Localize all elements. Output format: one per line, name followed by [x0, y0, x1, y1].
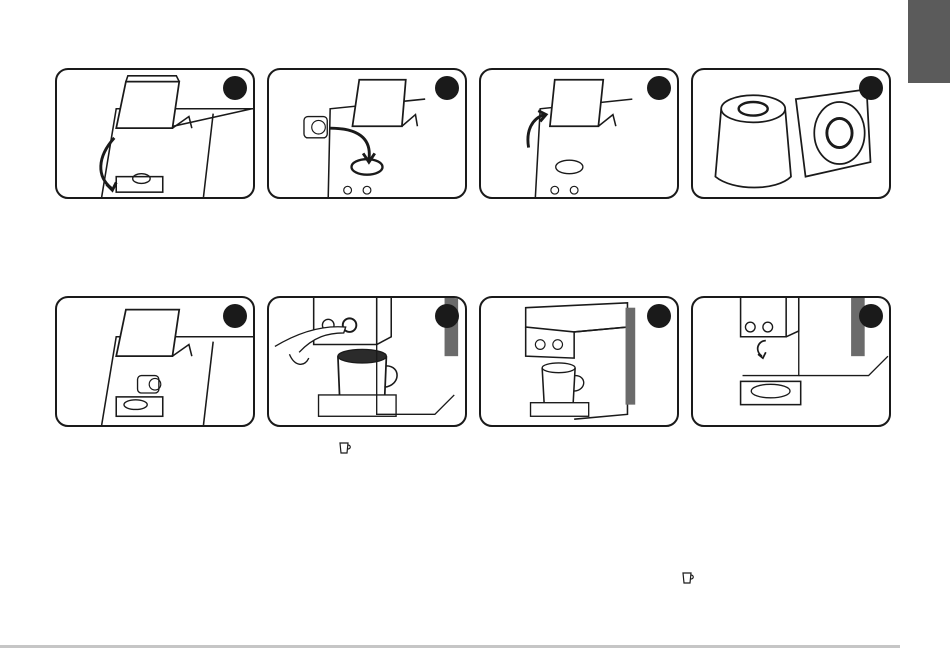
step-panel-1: [55, 68, 255, 199]
cup-icon: [680, 571, 694, 585]
step-panel-3: [479, 68, 679, 199]
step-panel-7: [479, 296, 679, 427]
step-panel-4: [691, 68, 891, 199]
step-panel-2: [267, 68, 467, 199]
step-panel-5: [55, 296, 255, 427]
step-panel-6: [267, 296, 467, 427]
step-marker: [647, 304, 671, 328]
step-panel-8: [691, 296, 891, 427]
section-tab: [908, 0, 950, 83]
step-marker: [223, 76, 247, 100]
footer-rule: [0, 645, 900, 648]
step-marker: [435, 304, 459, 328]
cup-icon: [337, 441, 351, 455]
step-marker: [859, 304, 883, 328]
step-marker: [647, 76, 671, 100]
step-marker: [859, 76, 883, 100]
step-marker: [435, 76, 459, 100]
step-marker: [223, 304, 247, 328]
